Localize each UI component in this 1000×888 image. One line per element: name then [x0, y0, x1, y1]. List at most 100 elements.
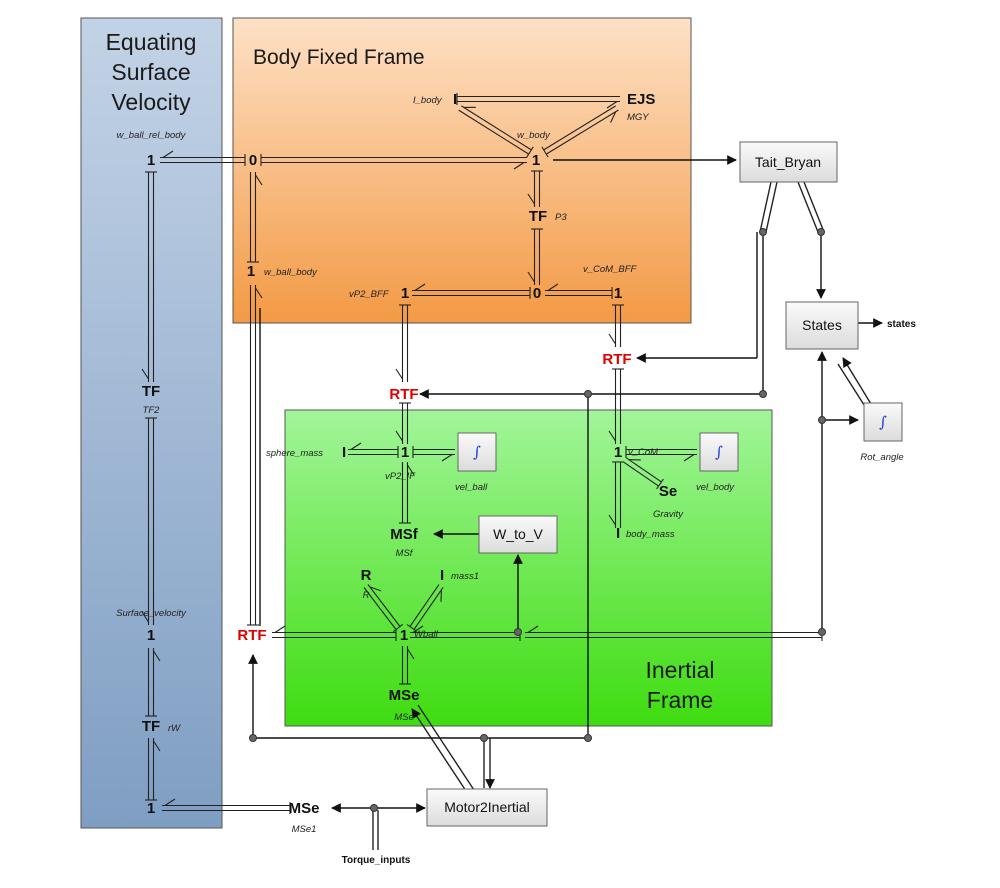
equating-title-line2: Surface — [111, 59, 190, 85]
tait-bryan-label: Tait_Bryan — [755, 154, 821, 170]
junction-1-bottom[interactable]: 1 — [147, 800, 155, 817]
elements: 1 w_ball_rel_body TF TF2 Surface_velocit… — [116, 91, 916, 866]
junction-1-wball-rel[interactable]: 1 — [147, 152, 155, 169]
integrator-icon-body: ∫ — [715, 443, 723, 461]
label-vel-ball: vel_ball — [455, 482, 488, 493]
junction-1-vcom-bff[interactable]: 1 — [614, 285, 622, 302]
i-element-mass1[interactable]: I — [440, 567, 444, 584]
bond-msf-1 — [399, 462, 415, 524]
se-element-gravity[interactable]: Se — [659, 483, 677, 500]
label-w-ball-rel-body: w_ball_rel_body — [117, 130, 187, 141]
rtf-element-vcom[interactable]: RTF — [602, 351, 631, 368]
junction-1-wball[interactable]: 1 — [400, 627, 408, 644]
integrator-vel-body[interactable]: ∫ — [699, 432, 739, 472]
junction-1-body[interactable]: 1 — [532, 152, 540, 169]
bond-1-tf — [527, 170, 543, 207]
bond-0-1vp2 — [412, 283, 531, 299]
inertial-title-line2: Frame — [647, 687, 713, 713]
bond-tf-0 — [527, 228, 543, 285]
junction-dot — [584, 734, 592, 742]
body-fixed-frame-title: Body Fixed Frame — [253, 46, 425, 69]
bond-eq-tf2-1 — [141, 417, 157, 625]
label-states-out: states — [887, 319, 916, 330]
label-vel-body: vel_body — [696, 482, 735, 493]
label-w-ball-body: w_ball_body — [264, 267, 318, 278]
label-vp2-if: vP2_IF — [385, 471, 416, 482]
bond-0-1 — [260, 154, 527, 170]
label-rw: rW — [168, 723, 181, 734]
states-block[interactable]: States — [785, 301, 859, 350]
motor2inertial-label: Motor2Inertial — [444, 799, 530, 815]
r-element[interactable]: R — [361, 567, 372, 584]
junction-dot — [759, 390, 767, 398]
bond-eq-1-tf2 — [141, 171, 157, 382]
junction-1-vp2-bff[interactable]: 1 — [401, 285, 409, 302]
signals — [248, 155, 883, 850]
label-sphere-mass: sphere_mass — [266, 448, 323, 459]
label-vp2-bff: vP2_BFF — [349, 289, 390, 300]
msf-element[interactable]: MSf — [390, 526, 419, 543]
i-element-body-mass[interactable]: I — [616, 525, 620, 542]
bond-rtf-wballbody — [247, 285, 263, 626]
bond-rtf-1vcomif — [608, 368, 624, 444]
label-wball: Wball — [414, 629, 439, 640]
junction-dot — [817, 228, 825, 236]
tf-element-tf2[interactable]: TF — [142, 383, 160, 400]
label-w-body: w_body — [517, 130, 551, 141]
junction-1-surface[interactable]: 1 — [147, 627, 155, 644]
junction-0-vcom[interactable]: 0 — [533, 285, 541, 302]
bond-0-to-eq1 — [160, 150, 246, 166]
rtf-element-vp2[interactable]: RTF — [389, 386, 418, 403]
bond-mse1-eq — [162, 798, 291, 814]
tait-bryan-block[interactable]: Tait_Bryan — [739, 141, 838, 183]
bond-i-ejs — [456, 93, 620, 109]
label-mse1: MSe1 — [292, 824, 317, 835]
bond-se-1 — [623, 457, 664, 490]
tf-element-p3[interactable]: TF — [529, 208, 547, 225]
junction-dot — [584, 390, 592, 398]
bond-eq-1b-tf — [145, 738, 161, 801]
bond-1-rtf-wball — [272, 625, 397, 641]
bond-vp2-rtf — [395, 304, 411, 382]
w-to-v-label: W_to_V — [493, 526, 543, 542]
bond-1-0 — [247, 172, 263, 263]
junction-0-body[interactable]: 0 — [249, 152, 257, 169]
bond-1-mass1 — [406, 584, 444, 632]
bond-1-integ-ball — [412, 446, 455, 462]
ejs-element[interactable]: EJS — [627, 91, 655, 108]
junction-1-wball-body[interactable]: 1 — [247, 263, 255, 280]
bond-eq-tf-1 — [145, 648, 161, 717]
bond-vcom-rtf — [608, 304, 624, 347]
motor2inertial-block[interactable]: Motor2Inertial — [426, 788, 548, 827]
junction-dot — [759, 228, 767, 236]
bond-1-integ-body — [625, 446, 697, 462]
body-fixed-frame-region: Body Fixed Frame — [232, 17, 692, 324]
junction-dots — [249, 228, 826, 812]
label-body-mass: body_mass — [626, 529, 675, 540]
label-i-body: I_body — [413, 95, 443, 106]
mse-element-inertial[interactable]: MSe — [389, 687, 420, 704]
mse-element-torque[interactable]: MSe — [289, 800, 320, 817]
label-rot-angle: Rot_angle — [860, 452, 903, 463]
i-element-body[interactable]: I — [453, 91, 457, 108]
integrator-icon-ball: ∫ — [473, 443, 481, 461]
bond-1-ejs — [541, 105, 619, 158]
integrator-icon-rot: ∫ — [879, 413, 887, 431]
tf-element-rw[interactable]: TF — [142, 718, 160, 735]
rtf-element-wball[interactable]: RTF — [237, 627, 266, 644]
integrator-rot-angle[interactable]: ∫ — [863, 402, 903, 442]
bond-mse-1 — [399, 646, 415, 685]
w-to-v-block[interactable]: W_to_V — [478, 515, 558, 554]
i-element-sphere[interactable]: I — [342, 444, 346, 461]
label-v-com-bff: v_CoM_BFF — [583, 264, 638, 275]
inertial-frame-region: Inertial Frame — [284, 409, 773, 727]
bond-1-i — [458, 105, 534, 158]
junction-1-vcom-if[interactable]: 1 — [614, 444, 622, 461]
bonds — [141, 93, 823, 814]
integrator-vel-ball[interactable]: ∫ — [457, 432, 497, 472]
label-p3: P3 — [555, 212, 567, 223]
label-v-com: v_CoM — [628, 447, 658, 458]
junction-1-vp2-if[interactable]: 1 — [401, 444, 409, 461]
blocks: Tait_Bryan States W_to_V Motor2Inertial … — [426, 141, 903, 827]
junction-dot — [818, 416, 826, 424]
